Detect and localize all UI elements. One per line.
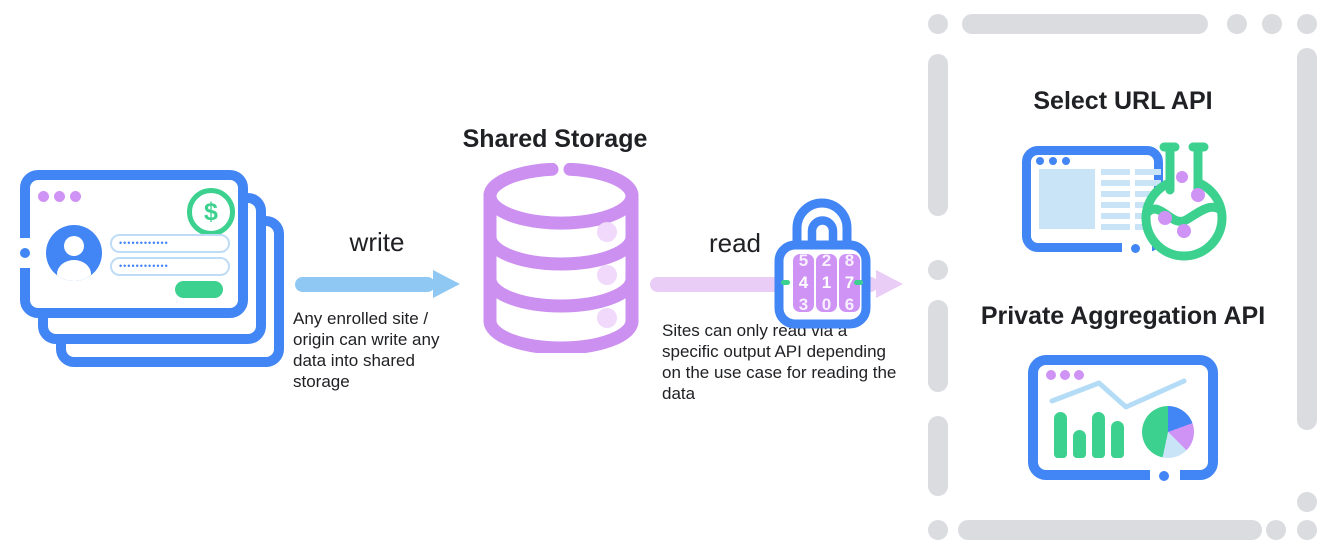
window-border-dot xyxy=(20,248,30,258)
bar-chart-bar xyxy=(1054,412,1067,458)
avatar-head xyxy=(64,236,84,256)
database-record-dot xyxy=(597,222,617,242)
dollar-icon: $ xyxy=(187,188,235,236)
lock-dial-wheel[interactable]: 8 7 6 xyxy=(839,254,860,312)
lock-dash-right xyxy=(854,280,863,285)
database-top-ellipse xyxy=(483,163,639,230)
password-field-2[interactable]: •••••••••••• xyxy=(110,257,230,276)
lock-shackle-inner xyxy=(807,216,838,258)
database-band xyxy=(483,272,639,313)
flask-bubble xyxy=(1191,188,1205,202)
read-label: read xyxy=(708,228,762,258)
window-traffic-dot xyxy=(38,191,49,202)
lock-dial-wheel[interactable]: 5 4 3 xyxy=(793,254,814,312)
flask-liquid-wave xyxy=(1143,202,1226,226)
flask-bubble xyxy=(1177,224,1191,238)
lock-dash-left xyxy=(781,280,790,285)
lock-digit-below: 3 xyxy=(798,295,809,312)
write-label: write xyxy=(349,227,405,257)
dashed-border-segment xyxy=(1297,14,1317,34)
text-lines-column xyxy=(1101,169,1130,230)
database-record-dot xyxy=(597,265,617,285)
database-bottom xyxy=(483,314,639,353)
dashed-border-segment xyxy=(928,300,948,392)
write-arrow xyxy=(295,277,435,292)
read-arrow-head xyxy=(876,270,903,298)
lock-digit-above: 2 xyxy=(821,254,832,270)
dashed-border-segment xyxy=(958,520,1262,540)
database-record-dot xyxy=(597,308,617,328)
window-traffic-dot xyxy=(1060,370,1070,380)
flask-bubble xyxy=(1176,171,1188,183)
lock-shackle-outer xyxy=(792,198,852,258)
dollar-symbol: $ xyxy=(204,197,218,226)
line-chart-path xyxy=(1049,378,1187,410)
password-dots: •••••••••••• xyxy=(119,238,169,248)
avatar-icon xyxy=(46,225,102,281)
lock-digit-below: 0 xyxy=(821,295,832,312)
select-url-api-title: Select URL API xyxy=(1033,87,1213,115)
window-traffic-dot xyxy=(1062,157,1070,165)
lock-dial-wheel[interactable]: 2 1 0 xyxy=(816,254,837,312)
lock-digit-above: 5 xyxy=(798,254,809,270)
window-traffic-dot xyxy=(1049,157,1057,165)
password-field-1[interactable]: •••••••••••• xyxy=(110,234,230,253)
submit-button[interactable] xyxy=(175,281,223,298)
dashed-border-segment xyxy=(962,14,1208,34)
lock-digit: 1 xyxy=(821,273,832,292)
line-chart-icon xyxy=(1049,378,1187,410)
dashed-border-segment xyxy=(928,260,948,280)
dashed-border-segment xyxy=(928,520,948,540)
dashed-border-segment xyxy=(928,416,948,496)
window-traffic-dot xyxy=(1036,157,1044,165)
dashed-border-segment xyxy=(928,54,948,216)
bar-chart-bar xyxy=(1073,430,1086,458)
private-aggregation-api-title: Private Aggregation API xyxy=(980,302,1266,330)
avatar-shoulders xyxy=(57,260,91,281)
dashboard-icon xyxy=(1028,355,1218,480)
window-traffic-dot xyxy=(1074,370,1084,380)
window-traffic-dot xyxy=(1046,370,1056,380)
flask-icon xyxy=(1141,138,1227,261)
content-placeholder-block xyxy=(1039,169,1095,229)
bar-chart-bar xyxy=(1111,421,1124,458)
window-border-dot xyxy=(1159,471,1169,481)
dashed-border-segment xyxy=(1266,520,1286,540)
window-traffic-dot xyxy=(70,191,81,202)
dashed-border-segment xyxy=(1227,14,1247,34)
window-border-dot xyxy=(1131,244,1140,253)
dashed-border-segment xyxy=(1297,492,1317,512)
lock-digit-above: 8 xyxy=(844,254,855,270)
dashed-border-segment xyxy=(928,14,948,34)
flask-bubble xyxy=(1158,211,1172,225)
database-band xyxy=(483,230,639,271)
database-icon xyxy=(483,163,639,353)
write-caption: Any enrolled site / origin can write any… xyxy=(293,309,440,391)
write-arrow-head xyxy=(433,270,460,298)
lock-digit: 4 xyxy=(798,273,809,292)
dashed-border-segment xyxy=(1262,14,1282,34)
shared-storage-title: Shared Storage xyxy=(462,125,648,153)
bar-chart-bar xyxy=(1092,412,1105,458)
lock-digit: 7 xyxy=(844,273,855,292)
pie-chart-icon xyxy=(1142,406,1194,458)
dashed-border-segment xyxy=(1297,520,1317,540)
window-traffic-dot xyxy=(54,191,65,202)
password-dots: •••••••••••• xyxy=(119,261,169,271)
dashed-border-segment xyxy=(1297,48,1317,430)
lock-digit-below: 6 xyxy=(844,295,855,312)
read-caption: Sites can only read via a specific outpu… xyxy=(662,321,897,403)
